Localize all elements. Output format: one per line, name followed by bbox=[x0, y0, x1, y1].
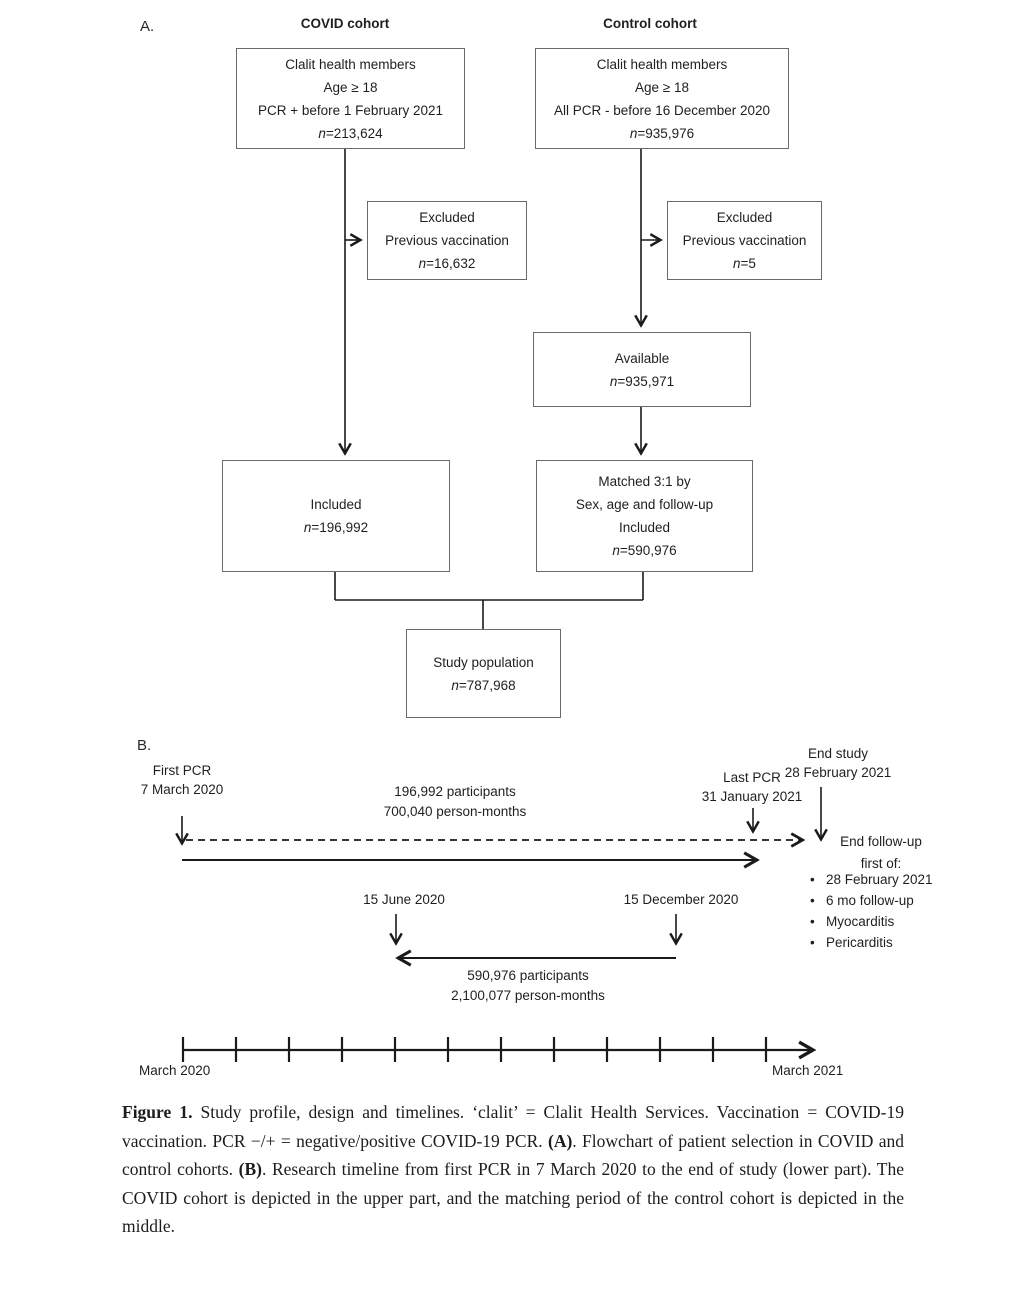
flow-box-available: Available n=935,971 bbox=[533, 332, 751, 407]
flow-box-control-excluded: Excluded Previous vaccination n=5 bbox=[667, 201, 822, 280]
flow-box-study-population: Study population n=787,968 bbox=[406, 629, 561, 718]
end-followup-subtitle: first of: bbox=[860, 856, 902, 871]
flow-box-included: Included n=196,992 bbox=[222, 460, 450, 572]
covid-participants: 196,992 participants bbox=[394, 784, 516, 799]
first-pcr-label: First PCR 7 March 2020 bbox=[141, 761, 224, 799]
list-item: • 28 February 2021 bbox=[810, 869, 933, 890]
n-value: =935,976 bbox=[637, 125, 695, 141]
n-symbol: n bbox=[303, 520, 312, 535]
bullet-icon: • bbox=[810, 914, 815, 929]
bullet-icon: • bbox=[810, 893, 815, 908]
n-symbol: n bbox=[451, 677, 459, 693]
n-symbol: n bbox=[609, 373, 618, 389]
caption-text: . Flowchart of patient selection in COVI… bbox=[122, 1130, 904, 1180]
covid-cohort-header: COVID cohort bbox=[300, 16, 390, 31]
box-line: PCR + before 1 February 2021 bbox=[258, 102, 443, 118]
box-line: Clalit health members bbox=[285, 56, 416, 72]
box-n-line: n=787,968 bbox=[407, 674, 560, 697]
axis-end-label: March 2021 bbox=[772, 1063, 844, 1078]
box-line: Excluded bbox=[716, 210, 773, 225]
june-date-label: 15 June 2020 bbox=[363, 892, 445, 907]
box-n-line: n=5 bbox=[668, 252, 821, 275]
box-line: Included bbox=[618, 520, 671, 535]
panel-a-label: A. bbox=[140, 18, 155, 35]
panel-b-label: B. bbox=[137, 737, 152, 754]
n-value: =213,624 bbox=[325, 125, 383, 141]
n-value: =16,632 bbox=[426, 256, 476, 271]
list-item: • 6 mo follow-up bbox=[810, 890, 933, 911]
caption-text: Study profile, design and timelines. ‘cl… bbox=[122, 1102, 904, 1151]
box-n-line: n=590,976 bbox=[537, 539, 752, 562]
figure-caption: Figure 1. Study profile, design and time… bbox=[122, 1098, 904, 1241]
box-line: Age ≥ 18 bbox=[635, 79, 689, 95]
control-person-months: 2,100,077 person-months bbox=[451, 988, 605, 1003]
bullet-icon: • bbox=[810, 935, 815, 950]
list-item: • Pericarditis bbox=[810, 932, 933, 953]
end-followup-title: End follow-up bbox=[840, 834, 922, 849]
n-value: =5 bbox=[740, 256, 756, 271]
box-n-line: n=16,632 bbox=[368, 252, 526, 275]
covid-span-label: 196,992 participants 700,040 person-mont… bbox=[384, 782, 527, 822]
covid-person-months: 700,040 person-months bbox=[383, 804, 527, 819]
flow-box-covid-excluded: Excluded Previous vaccination n=16,632 bbox=[367, 201, 527, 280]
n-value: =590,976 bbox=[619, 543, 677, 558]
first-pcr-title: First PCR bbox=[152, 763, 212, 778]
control-participants: 590,976 participants bbox=[467, 968, 589, 983]
box-line: Previous vaccination bbox=[682, 233, 807, 248]
december-date-label: 15 December 2020 bbox=[623, 892, 739, 907]
last-pcr-label: Last PCR 31 January 2021 bbox=[702, 768, 803, 806]
control-span-label: 590,976 participants 2,100,077 person-mo… bbox=[451, 966, 605, 1006]
flow-box-control-top: Clalit health members Age ≥ 18 All PCR -… bbox=[535, 48, 789, 149]
end-followup-label: End follow-up first of: bbox=[840, 831, 922, 875]
end-study-date: 28 February 2021 bbox=[784, 765, 892, 780]
box-n-line: n=935,976 bbox=[536, 122, 788, 145]
end-study-label: End study 28 February 2021 bbox=[785, 744, 892, 782]
n-value: =196,992 bbox=[311, 520, 369, 535]
last-pcr-date: 31 January 2021 bbox=[701, 789, 803, 804]
box-line: Age ≥ 18 bbox=[323, 79, 378, 95]
last-pcr-title: Last PCR bbox=[723, 770, 781, 785]
n-symbol: n bbox=[733, 256, 741, 271]
first-pcr-date: 7 March 2020 bbox=[140, 782, 224, 797]
axis-start-label: March 2020 bbox=[139, 1063, 211, 1078]
criterion-text: 28 February 2021 bbox=[826, 872, 933, 887]
criterion-text: 6 mo follow-up bbox=[826, 893, 914, 908]
box-line: Available bbox=[614, 350, 670, 366]
box-line: Previous vaccination bbox=[385, 233, 509, 248]
timeline-ticks bbox=[181, 1037, 768, 1062]
end-study-title: End study bbox=[807, 746, 869, 761]
box-line: Sex, age and follow-up bbox=[575, 497, 714, 512]
box-n-line: n=196,992 bbox=[223, 516, 449, 539]
n-value: =787,968 bbox=[458, 677, 516, 693]
end-followup-criteria-list: • 28 February 2021 • 6 mo follow-up • Myoca… bbox=[810, 869, 933, 953]
control-cohort-header: Control cohort bbox=[603, 16, 697, 31]
box-line: Matched 3:1 by bbox=[598, 474, 691, 489]
box-line: Included bbox=[310, 497, 362, 512]
box-line: Study population bbox=[433, 654, 534, 670]
caption-panel-a-ref: (A) bbox=[548, 1130, 573, 1151]
n-value: =935,971 bbox=[617, 373, 675, 389]
figure-number: Figure 1. bbox=[122, 1102, 193, 1122]
n-symbol: n bbox=[418, 256, 427, 271]
list-item: • Myocarditis bbox=[810, 911, 933, 932]
caption-panel-b-ref: (B) bbox=[238, 1159, 262, 1179]
n-symbol: n bbox=[318, 125, 326, 141]
box-line: Clalit health members bbox=[596, 56, 728, 72]
box-n-line: n=213,624 bbox=[237, 122, 464, 145]
bullet-icon: • bbox=[810, 872, 815, 887]
n-symbol: n bbox=[629, 125, 638, 141]
flow-box-covid-top: Clalit health members Age ≥ 18 PCR + bef… bbox=[236, 48, 465, 149]
box-n-line: n=935,971 bbox=[534, 370, 750, 393]
flow-box-matched: Matched 3:1 by Sex, age and follow-up In… bbox=[536, 460, 753, 572]
criterion-text: Myocarditis bbox=[826, 914, 895, 929]
n-symbol: n bbox=[612, 543, 620, 558]
criterion-text: Pericarditis bbox=[826, 935, 893, 950]
caption-text: . Research timeline from first PCR in 7 … bbox=[122, 1159, 904, 1236]
box-line: All PCR - before 16 December 2020 bbox=[553, 102, 771, 118]
merge-connector bbox=[334, 570, 644, 629]
box-line: Excluded bbox=[419, 210, 475, 225]
